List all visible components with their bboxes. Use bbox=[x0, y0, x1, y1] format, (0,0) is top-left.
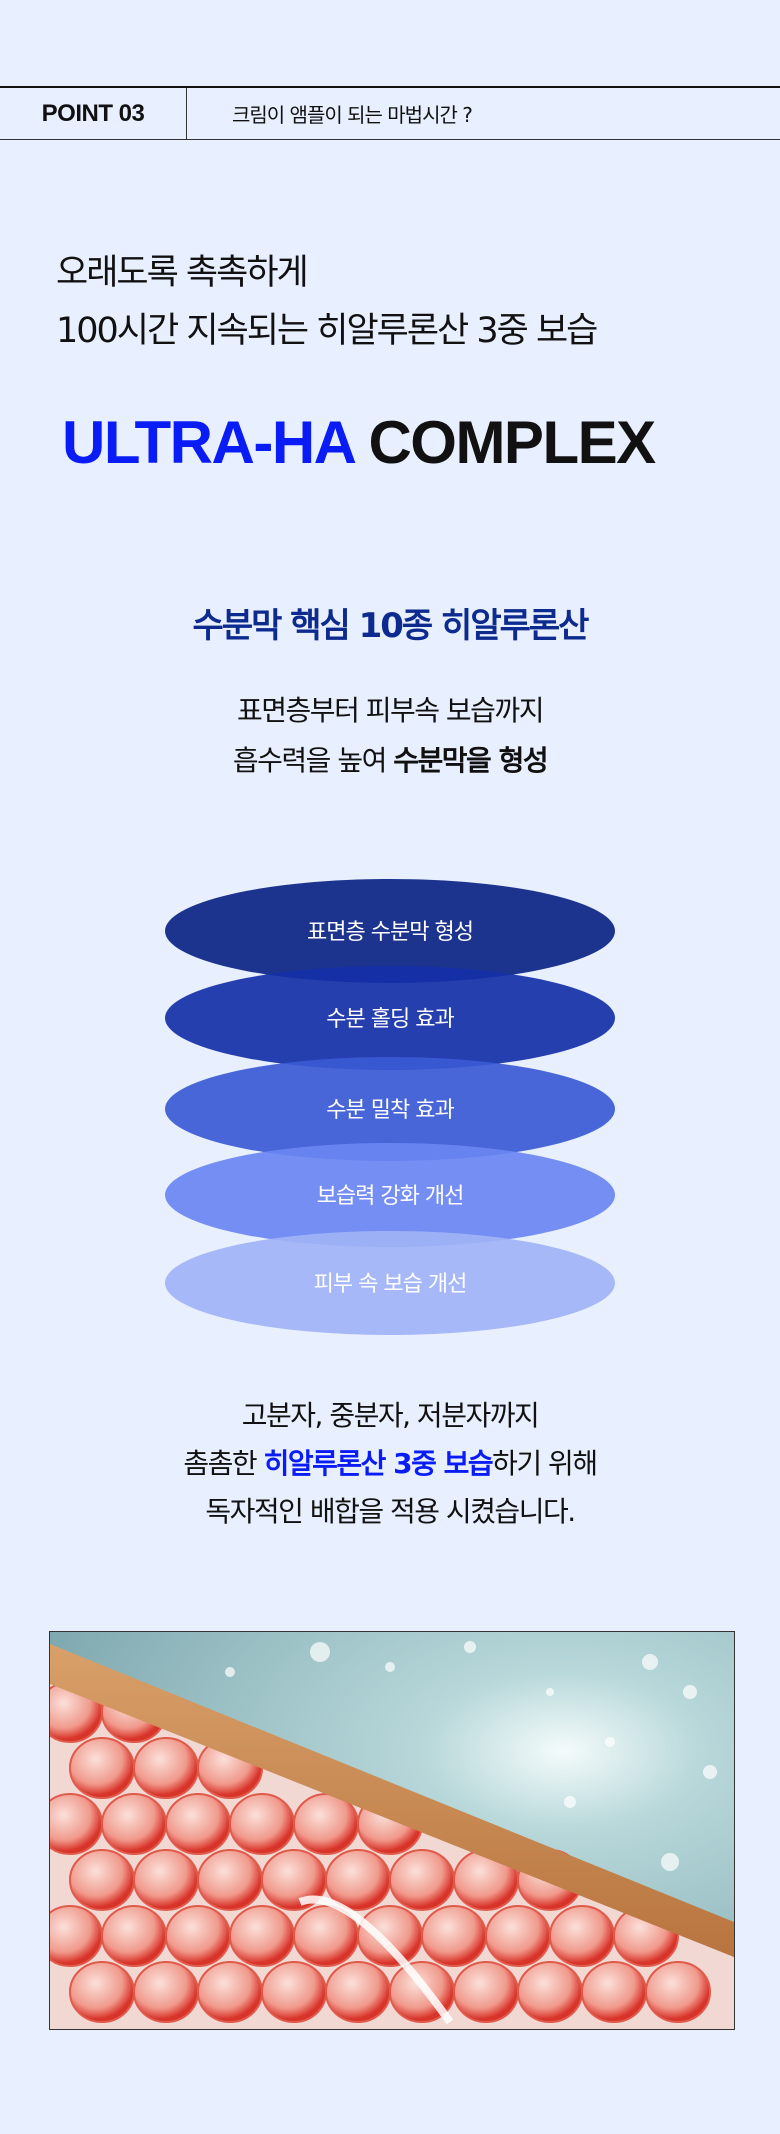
closing-line1: 고분자, 중분자, 저분자까지 bbox=[241, 1399, 540, 1432]
layer-ellipse bbox=[165, 1231, 615, 1335]
skin-moisture-illustration bbox=[49, 1631, 735, 2030]
layer-label: 수분 밀착 효과 bbox=[326, 1098, 454, 1123]
section-line2: 흡수력을 높여 수분막을 형성 bbox=[0, 736, 780, 786]
layer-ellipse bbox=[165, 966, 615, 1070]
headline-line2: 100시간 지속되는 히알루론산 3중 보습 bbox=[56, 311, 598, 351]
layer-ellipse bbox=[165, 879, 615, 983]
headline: 오래도록 촉촉하게 100시간 지속되는 히알루론산 3중 보습 bbox=[56, 244, 598, 360]
layer-label: 표면층 수분막 형성 bbox=[307, 920, 473, 945]
point-subtitle: 크림이 앰플이 되는 마법시간 ? bbox=[232, 103, 473, 127]
closing-line2-pre: 촘촘한 bbox=[183, 1447, 264, 1480]
section-line2-normal: 흡수력을 높여 bbox=[232, 744, 394, 777]
closing-highlight: 히알루론산 3중 보습 bbox=[263, 1447, 494, 1480]
layer-label: 피부 속 보습 개선 bbox=[314, 1272, 467, 1297]
brand-title: ULTRA-HA COMPLEX bbox=[62, 408, 656, 477]
brand-part1: ULTRA-HA bbox=[62, 409, 355, 476]
closing-line3: 독자적인 배합을 적용 시켰습니다. bbox=[205, 1495, 576, 1528]
section-description: 표면층부터 피부속 보습까지 흡수력을 높여 수분막을 형성 bbox=[0, 686, 780, 786]
layer-label: 수분 홀딩 효과 bbox=[326, 1007, 454, 1032]
brand-part2: COMPLEX bbox=[368, 409, 656, 476]
point-header: POINT 03 크림이 앰플이 되는 마법시간 ? bbox=[0, 86, 780, 140]
layer-label: 보습력 강화 개선 bbox=[317, 1184, 464, 1209]
closing-line2: 촘촘한 히알루론산 3중 보습하기 위해 bbox=[0, 1440, 780, 1488]
headline-line1: 오래도록 촉촉하게 bbox=[56, 253, 309, 293]
layer-ellipse bbox=[165, 1143, 615, 1247]
closing-text: 고분자, 중분자, 저분자까지 촘촘한 히알루론산 3중 보습하기 위해 독자적… bbox=[0, 1392, 780, 1536]
section-line2-bold: 수분막을 형성 bbox=[393, 744, 548, 777]
section-line1: 표면층부터 피부속 보습까지 bbox=[237, 694, 544, 727]
section-title: 수분막 핵심 10종 히알루론산 bbox=[192, 606, 590, 646]
closing-line2-post: 하기 위해 bbox=[492, 1447, 598, 1480]
point-label: POINT 03 bbox=[0, 88, 187, 139]
layer-ellipse bbox=[165, 1057, 615, 1161]
